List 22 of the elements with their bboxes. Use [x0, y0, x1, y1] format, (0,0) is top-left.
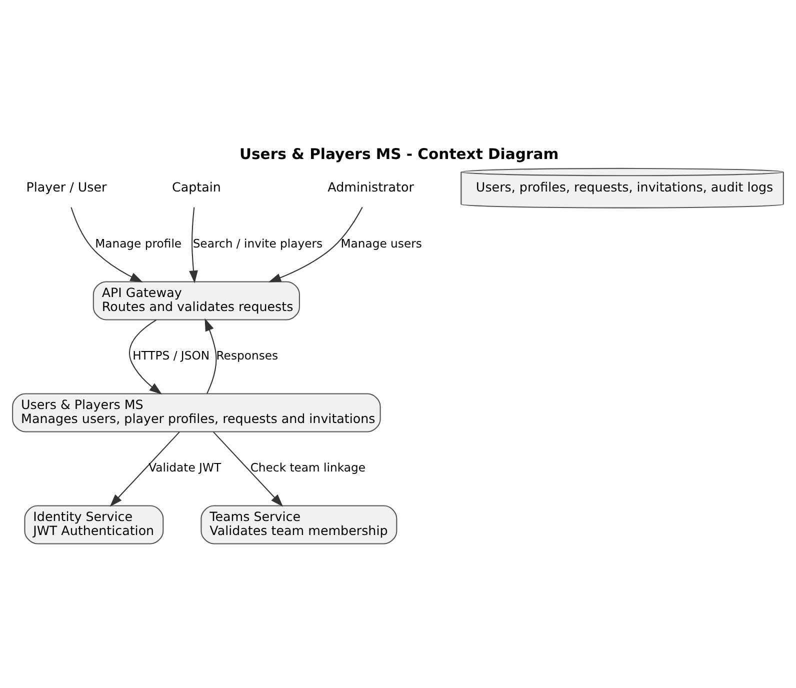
- edge-label: Validate JWT: [148, 460, 222, 475]
- node-box: API Gateway Routes and validates requests: [92, 281, 300, 320]
- node-box: Identity Service JWT Authentication: [24, 505, 164, 544]
- edge-label: Manage users: [340, 236, 422, 251]
- node-text: Captain: [172, 179, 221, 194]
- node-box: Users & Players MS Manages users, player profiles, requests and invitations: [12, 393, 381, 432]
- arrow: [204, 318, 217, 394]
- arrow: [212, 432, 284, 507]
- edge-label: HTTPS / JSON: [132, 348, 210, 363]
- arrow: [268, 206, 363, 282]
- arrow: [110, 432, 180, 507]
- arrow: [189, 207, 198, 284]
- node-text: Administrator: [328, 179, 414, 194]
- diagram-title: Users & Players MS - Context Diagram: [240, 146, 559, 164]
- edge-label: Responses: [216, 348, 278, 363]
- edge-label: Check team linkage: [250, 460, 366, 475]
- arrow: [70, 207, 143, 282]
- node-text: Player / User: [26, 179, 107, 194]
- node-box: Teams Service Validates team membership: [200, 505, 398, 544]
- edge-label: Manage profile: [95, 236, 182, 251]
- arrow: [129, 320, 162, 394]
- edge-label: Search / invite players: [192, 236, 323, 251]
